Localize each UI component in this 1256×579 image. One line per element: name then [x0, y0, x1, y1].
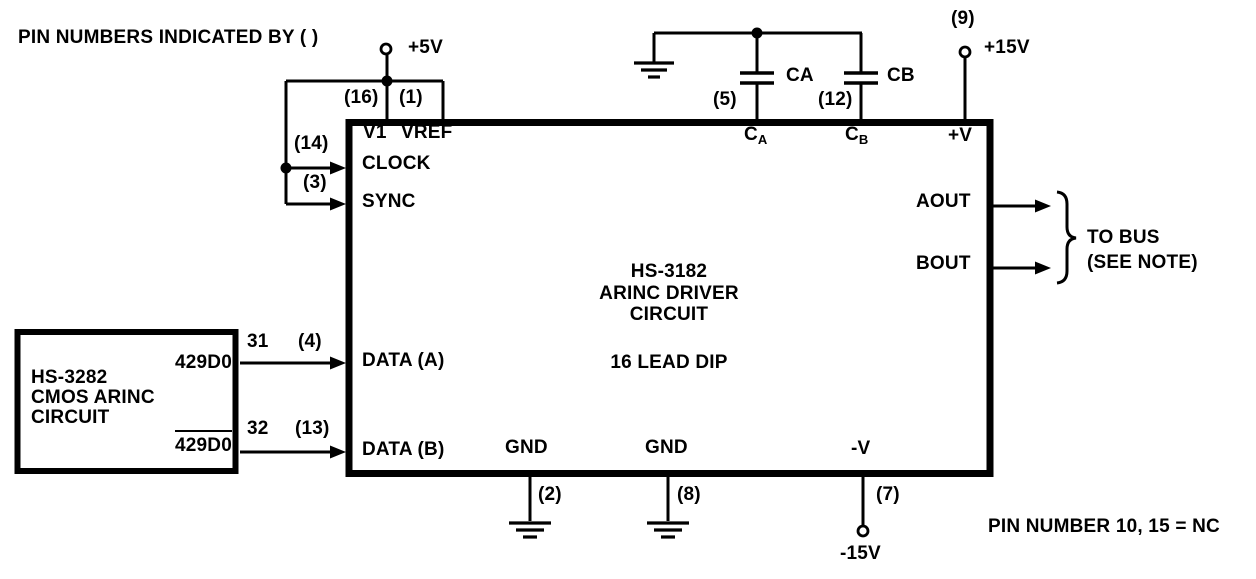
footnote-nc-pins: PIN NUMBER 10, 15 = NC: [988, 516, 1220, 537]
pin-number-12: (12): [818, 89, 853, 110]
terminal-plus5-icon: [379, 42, 393, 56]
arrowhead-clock-icon: [330, 161, 346, 175]
terminal-neg15-icon: [856, 524, 870, 538]
pin-number-13: (13): [295, 418, 330, 439]
chip-package: 16 LEAD DIP: [610, 352, 728, 373]
pin-number-16: (16): [344, 87, 379, 108]
bus-brace-icon: [1056, 190, 1077, 285]
pin-label-data-a: DATA (A): [362, 350, 445, 371]
source-box-line1: HS-3282: [31, 367, 108, 388]
pin-number-14: (14): [294, 133, 329, 154]
chip-title: HS-3182 ARINC DRIVER CIRCUIT: [529, 261, 809, 326]
source-pin-31: 31: [247, 331, 269, 352]
source-box-line3: CIRCUIT: [31, 407, 110, 428]
pin-number-9: (9): [951, 8, 975, 29]
arrowhead-data-b-icon: [330, 445, 346, 459]
hs3282-box-outline: [14, 329, 239, 474]
source-box-line2: CMOS ARINC: [31, 387, 155, 408]
capacitor-cb-icon: [844, 71, 878, 85]
ground-symbol-top-icon: [634, 61, 674, 79]
ground-symbol-pin8-icon: [647, 521, 689, 539]
source-box-title: HS-3282 CMOS ARINC CIRCUIT: [31, 368, 155, 428]
pin-number-3: (3): [303, 172, 327, 193]
pin-number-5: (5): [713, 89, 737, 110]
source-pin-32: 32: [247, 418, 269, 439]
source-output-429d0: 429D0: [175, 352, 232, 373]
chip-title-line2: ARINC DRIVER: [599, 282, 739, 304]
junction-dot-ca: [751, 27, 763, 39]
pin-number-1: (1): [399, 87, 423, 108]
pin-label-cb: CB: [845, 124, 869, 147]
pin-number-8: (8): [677, 484, 701, 505]
arrowhead-data-a-icon: [330, 356, 346, 370]
pin-label-data-b: DATA (B): [362, 439, 445, 460]
plus5-label: +5V: [408, 37, 443, 58]
arrowhead-bout-icon: [1035, 261, 1051, 275]
chip-title-line1: HS-3182: [630, 261, 708, 282]
capacitor-ca-icon: [740, 71, 774, 85]
arrowhead-aout-icon: [1035, 199, 1051, 213]
pin-number-7: (7): [876, 484, 900, 505]
caption-pin-numbers: PIN NUMBERS INDICATED BY ( ): [18, 27, 319, 48]
pin-label-vref: VREF: [401, 122, 453, 143]
pin-label-bout: BOUT: [916, 253, 971, 274]
capacitor-ca-label: CA: [786, 65, 814, 86]
pin-label-ca: CA: [744, 124, 768, 147]
pin-label-gnd-2: GND: [505, 437, 548, 458]
junction-dot-clock: [280, 162, 292, 174]
pin-label-gnd-8: GND: [645, 437, 688, 458]
bus-note-line1: TO BUS: [1087, 227, 1160, 248]
junction-dot-v5: [381, 75, 393, 87]
terminal-plus15-icon: [958, 45, 972, 59]
plus15-label: +15V: [984, 37, 1030, 58]
wires: [240, 31, 1037, 526]
neg15-label: -15V: [840, 543, 881, 564]
pin-label-sync: SYNC: [362, 191, 416, 212]
source-output-429d0-inverted: 429D0: [155, 430, 232, 456]
arrowhead-sync-icon: [330, 197, 346, 211]
pin-label-neg-v: -V: [851, 438, 871, 459]
pin-label-aout: AOUT: [916, 191, 971, 212]
bus-note-line2: (SEE NOTE): [1087, 252, 1198, 273]
ground-symbol-pin2-icon: [509, 521, 551, 539]
capacitor-cb-label: CB: [887, 65, 915, 86]
chip-title-line3: CIRCUIT: [629, 304, 709, 325]
pin-label-plus-v: +V: [948, 125, 973, 146]
pin-label-clock: CLOCK: [362, 153, 431, 174]
pin-number-2: (2): [538, 484, 562, 505]
pin-number-4: (4): [298, 331, 322, 352]
pin-label-v1: V1: [363, 122, 387, 143]
